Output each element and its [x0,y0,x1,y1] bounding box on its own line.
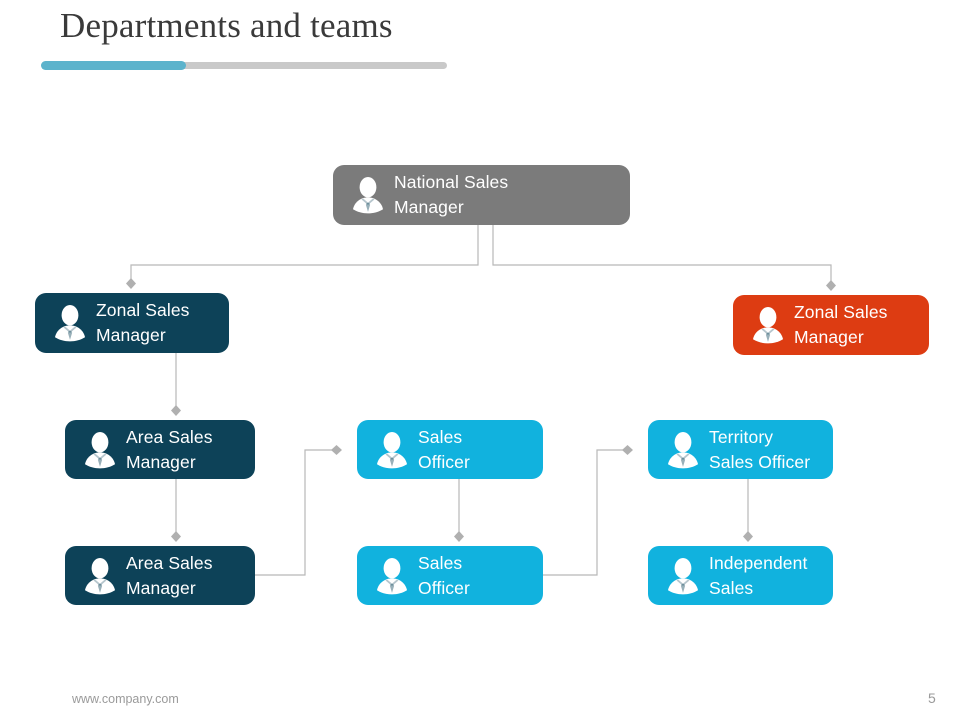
org-node-label: Independent Sales [709,552,808,598]
person-avatar-icon [346,173,390,217]
person-avatar-icon [746,303,790,347]
org-node-label: National Sales Manager [394,172,509,217]
title-rule-accent [41,61,186,70]
title-rule-track [141,62,447,69]
org-node[interactable]: Independent Sales [648,546,833,605]
edge-sales-officer-2-to-territory [543,449,628,576]
page-title: Departments and teams [60,6,393,45]
org-node[interactable]: Area Sales Manager [65,546,255,605]
edge-national-to-zonal-left [130,225,479,283]
person-avatar-icon [661,554,705,598]
footer-website-url: www.company.com [72,692,179,706]
org-node-label: Zonal Sales Manager [794,302,888,347]
person-avatar-icon [661,428,705,472]
footer-page-number: 5 [928,690,936,706]
title-underline-rule [41,61,447,70]
org-node[interactable]: Zonal Sales Manager [733,295,929,355]
org-node-label: Area Sales Manager [126,552,213,598]
person-avatar-icon [370,554,414,598]
org-node-label: Zonal Sales Manager [96,300,190,345]
person-avatar-icon [370,428,414,472]
org-node-label: Sales Officer [418,426,470,472]
org-node[interactable]: Area Sales Manager [65,420,255,479]
edge-area-2-to-sales-officer [255,449,337,576]
org-node-label: Territory Sales Officer [709,426,811,472]
org-node-label: Sales Officer [418,552,470,598]
org-node[interactable]: Sales Officer [357,420,543,479]
org-node[interactable]: Territory Sales Officer [648,420,833,479]
person-avatar-icon [48,301,92,345]
edge-arrowheads [126,278,836,542]
edge-national-to-zonal-right [492,225,832,285]
person-avatar-icon [78,428,122,472]
person-avatar-icon [78,554,122,598]
org-node[interactable]: Sales Officer [357,546,543,605]
org-node-label: Area Sales Manager [126,426,213,472]
org-node[interactable]: Zonal Sales Manager [35,293,229,353]
org-node[interactable]: National Sales Manager [333,165,630,225]
